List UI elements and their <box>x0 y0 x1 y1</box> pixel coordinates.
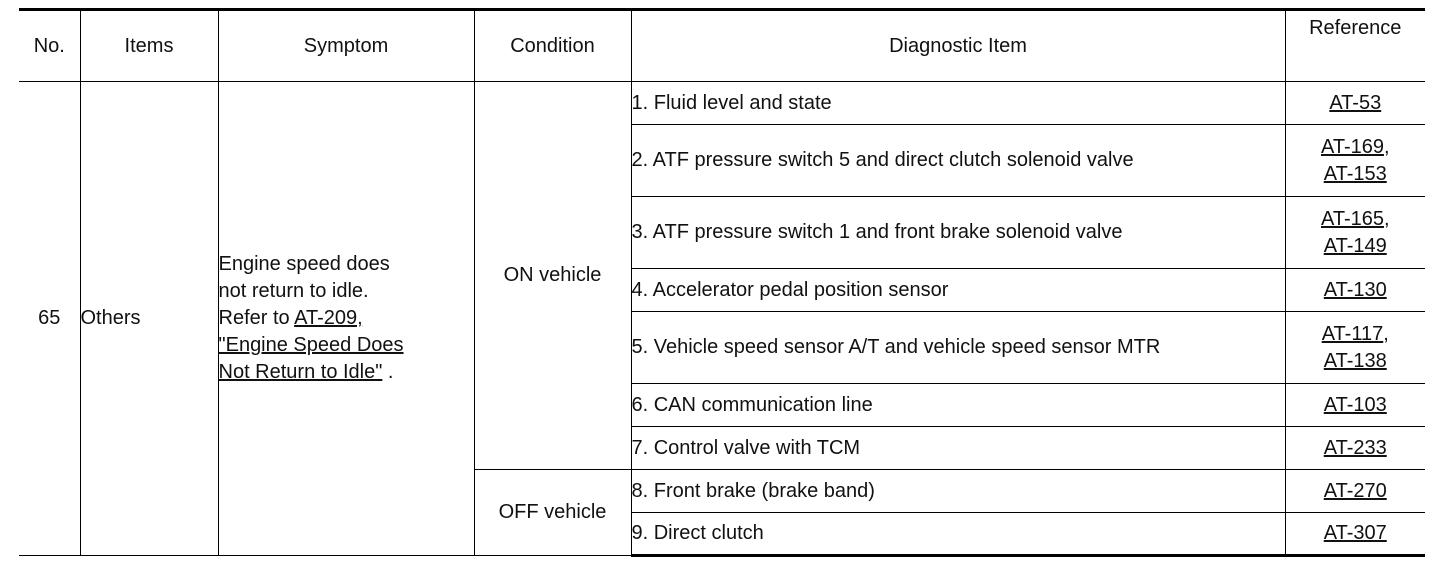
reference-separator: , <box>1383 135 1390 158</box>
symptom-line-1: Engine speed does <box>218 253 390 275</box>
symptom-line-2: not return to idle. <box>218 280 369 302</box>
reference-link[interactable]: AT-130 <box>1323 278 1387 301</box>
reference-cell-9: AT-307 <box>1284 512 1425 557</box>
symptom-link-at-209[interactable]: AT-209, <box>294 307 363 329</box>
diagnostic-item-1: 1. Fluid level and state <box>630 81 1286 125</box>
reference-cell-6: AT-103 <box>1284 383 1425 427</box>
reference-link[interactable]: AT-149 <box>1323 234 1387 257</box>
condition-off-vehicle: OFF vehicle <box>474 469 632 556</box>
reference-cell-7: AT-233 <box>1284 426 1425 470</box>
row-number: 65 <box>19 81 81 556</box>
reference-link[interactable]: AT-307 <box>1323 522 1387 544</box>
reference-cell-4: AT-130 <box>1284 268 1425 312</box>
diagnostic-item-7: 7. Control valve with TCM <box>631 426 1286 470</box>
table-row: 9. Direct clutch AT-307 <box>19 512 1425 557</box>
reference-cell-2: AT-169, AT-153 <box>1284 124 1425 197</box>
symptom-refer-prefix: Refer to <box>218 307 295 329</box>
reference-link[interactable]: AT-270 <box>1323 479 1387 502</box>
symptom-link-title-2[interactable]: Not Return to Idle" <box>218 361 383 383</box>
diagnostic-table: No. Items Symptom Condition Diagnostic I… <box>19 8 1425 557</box>
reference-link[interactable]: AT-153 <box>1323 162 1387 185</box>
header-items: Items <box>79 8 219 82</box>
row-symptom: Engine speed does not return to idle. Re… <box>217 81 475 556</box>
reference-link[interactable]: AT-165 <box>1320 207 1384 230</box>
table-row: 7. Control valve with TCM AT-233 <box>19 426 1425 470</box>
header-diagnostic-item: Diagnostic Item <box>630 8 1286 82</box>
diagnostic-item-5: 5. Vehicle speed sensor A/T and vehicle … <box>631 311 1286 384</box>
reference-cell-8: AT-270 <box>1284 469 1425 513</box>
table-row: 2. ATF pressure switch 5 and direct clut… <box>19 124 1425 197</box>
reference-cell-1: AT-53 <box>1284 81 1425 125</box>
diagnostic-item-8: 8. Front brake (brake band) <box>630 469 1286 513</box>
reference-link[interactable]: AT-233 <box>1323 436 1387 459</box>
reference-link[interactable]: AT-138 <box>1323 349 1387 372</box>
diagnostic-item-2: 2. ATF pressure switch 5 and direct clut… <box>631 124 1286 197</box>
table-row: 6. CAN communication line AT-103 <box>19 383 1425 427</box>
header-reference: Reference <box>1284 8 1425 82</box>
table-row: OFF vehicle 8. Front brake (brake band) … <box>19 469 1425 556</box>
table-row: 3. ATF pressure switch 1 and front brake… <box>19 196 1425 269</box>
symptom-link-title-1[interactable]: "Engine Speed Does <box>218 334 404 356</box>
header-condition: Condition <box>473 8 632 82</box>
table-row: 65 Others Engine speed does not return t… <box>19 81 1425 556</box>
diagnostic-item-4: 4. Accelerator pedal position sensor <box>631 268 1286 312</box>
symptom-suffix: . <box>382 361 394 383</box>
header-symptom: Symptom <box>217 8 475 82</box>
diagnostic-item-3: 3. ATF pressure switch 1 and front brake… <box>631 196 1286 269</box>
header-no: No. <box>19 8 81 82</box>
reference-cell-3: AT-165, AT-149 <box>1284 196 1425 269</box>
reference-separator: , <box>1383 322 1389 345</box>
reference-separator: , <box>1383 207 1390 230</box>
reference-link[interactable]: AT-169 <box>1320 135 1384 158</box>
table-row: 4. Accelerator pedal position sensor AT-… <box>19 268 1425 312</box>
reference-cell-5: AT-117, AT-138 <box>1284 311 1425 384</box>
diagnostic-item-9: 9. Direct clutch <box>631 512 1286 557</box>
header-row: No. Items Symptom Condition Diagnostic I… <box>19 8 1425 82</box>
reference-link[interactable]: AT-53 <box>1329 91 1382 114</box>
condition-on-vehicle: ON vehicle <box>473 81 632 470</box>
diagnostic-item-6: 6. CAN communication line <box>631 383 1286 427</box>
reference-link[interactable]: AT-103 <box>1323 393 1387 416</box>
reference-link[interactable]: AT-117 <box>1321 322 1384 345</box>
row-item: Others <box>79 81 219 556</box>
